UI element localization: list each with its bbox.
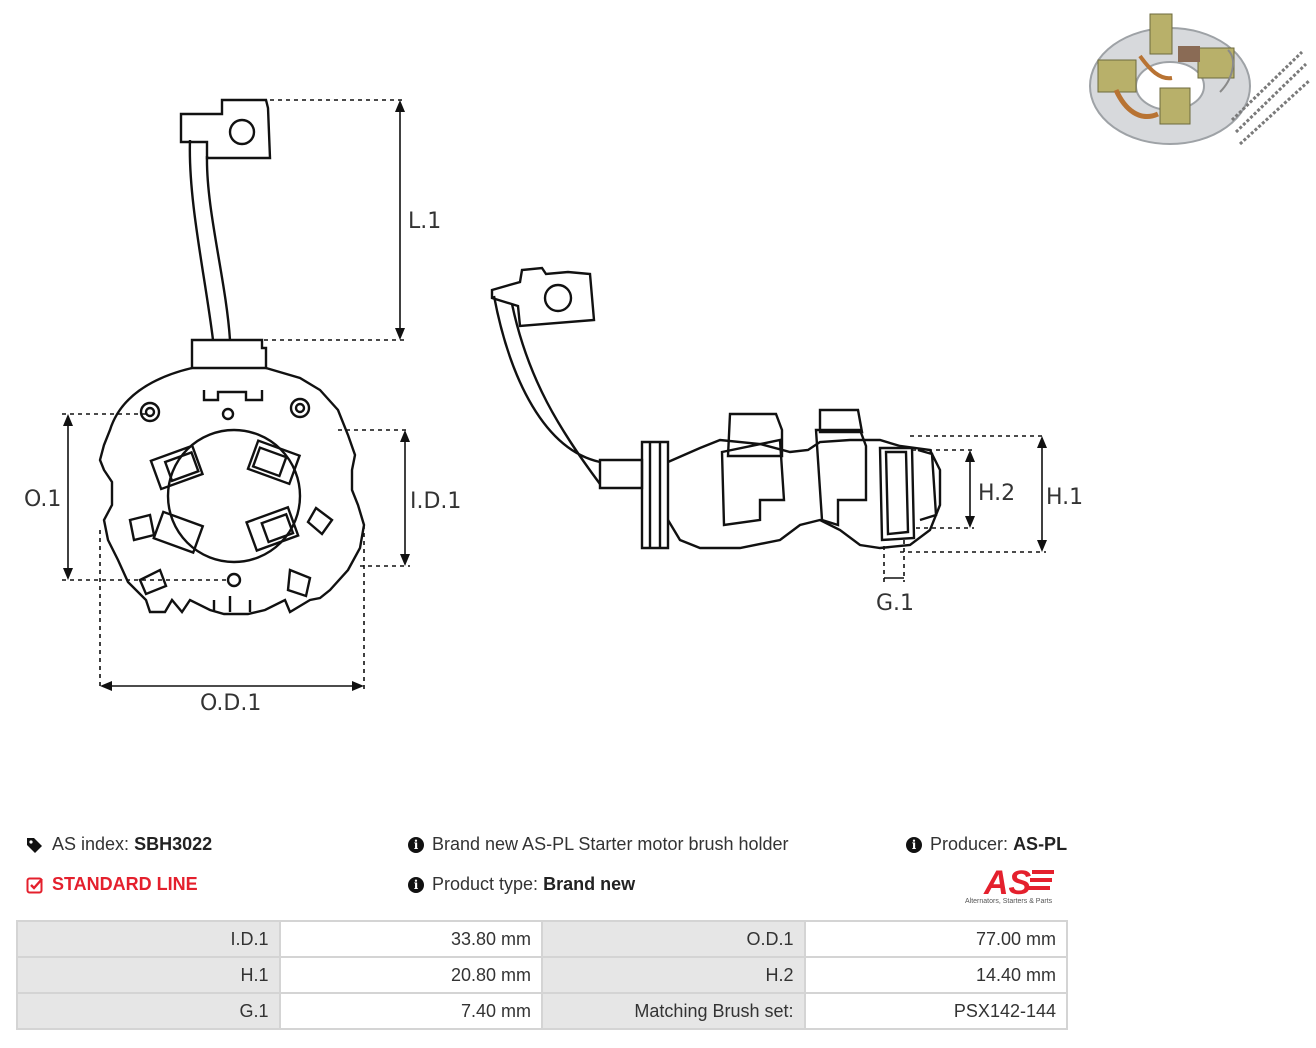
producer-label: Producer: xyxy=(930,834,1009,854)
label-h1: H.1 xyxy=(1046,485,1083,510)
lead-wire xyxy=(188,139,232,341)
check-square-icon xyxy=(26,877,43,893)
producer-row: i Producer: AS-PL xyxy=(906,834,1067,855)
spec-value: 7.40 mm xyxy=(278,992,543,1030)
product-photo xyxy=(1089,13,1312,146)
logo-tagline: Alternators, Starters & Parts xyxy=(965,898,1053,905)
description-row: i Brand new AS-PL Starter motor brush ho… xyxy=(408,834,789,855)
technical-drawing: L.1 O.1 I.D.1 O.D.1 H.2 H.1 G.1 xyxy=(24,13,1312,716)
description-text: Brand new AS-PL Starter motor brush hold… xyxy=(432,834,789,854)
spec-label: Matching Brush set: xyxy=(541,992,806,1030)
spec-label: H.2 xyxy=(541,956,806,994)
product-type-row: i Product type: Brand new xyxy=(408,874,635,895)
spec-label: O.D.1 xyxy=(541,920,806,958)
tags-icon xyxy=(27,837,42,853)
label-od1: O.D.1 xyxy=(200,691,261,716)
side-lead-wire xyxy=(492,295,601,485)
spec-value: PSX142-144 xyxy=(803,992,1068,1030)
brush-plate xyxy=(98,366,366,616)
spec-label: H.1 xyxy=(16,956,281,994)
product-type-value: Brand new xyxy=(543,874,636,894)
svg-text:AS: AS xyxy=(983,864,1032,898)
spec-value: 77.00 mm xyxy=(803,920,1068,958)
as-index-label: AS index: xyxy=(52,834,130,854)
as-index-value: SBH3022 xyxy=(134,834,213,854)
spec-value: 33.80 mm xyxy=(278,920,543,958)
label-l1: L.1 xyxy=(408,209,441,234)
spec-label: G.1 xyxy=(16,992,281,1030)
spec-value: 20.80 mm xyxy=(278,956,543,994)
info-icon: i xyxy=(906,836,922,853)
spec-label: I.D.1 xyxy=(16,920,281,958)
standard-line-label: STANDARD LINE xyxy=(52,874,198,894)
as-pl-logo: AS Alternators, Starters & Parts xyxy=(962,862,1070,908)
label-g1: G.1 xyxy=(876,591,914,616)
producer-value: AS-PL xyxy=(1013,834,1068,854)
label-o1: O.1 xyxy=(24,487,61,512)
product-type-label: Product type: xyxy=(432,874,539,894)
spec-value: 14.40 mm xyxy=(803,956,1068,994)
commutator-ring xyxy=(166,428,302,564)
as-index-row: AS index: SBH3022 xyxy=(26,834,212,855)
label-id1: I.D.1 xyxy=(410,489,461,514)
side-plate xyxy=(666,438,942,550)
terminal-lug xyxy=(179,98,272,160)
info-icon: i xyxy=(408,836,424,853)
label-h2: H.2 xyxy=(978,481,1015,506)
standard-line-row: STANDARD LINE xyxy=(26,874,198,895)
side-terminal-lug xyxy=(490,266,596,328)
info-icon: i xyxy=(408,876,424,893)
